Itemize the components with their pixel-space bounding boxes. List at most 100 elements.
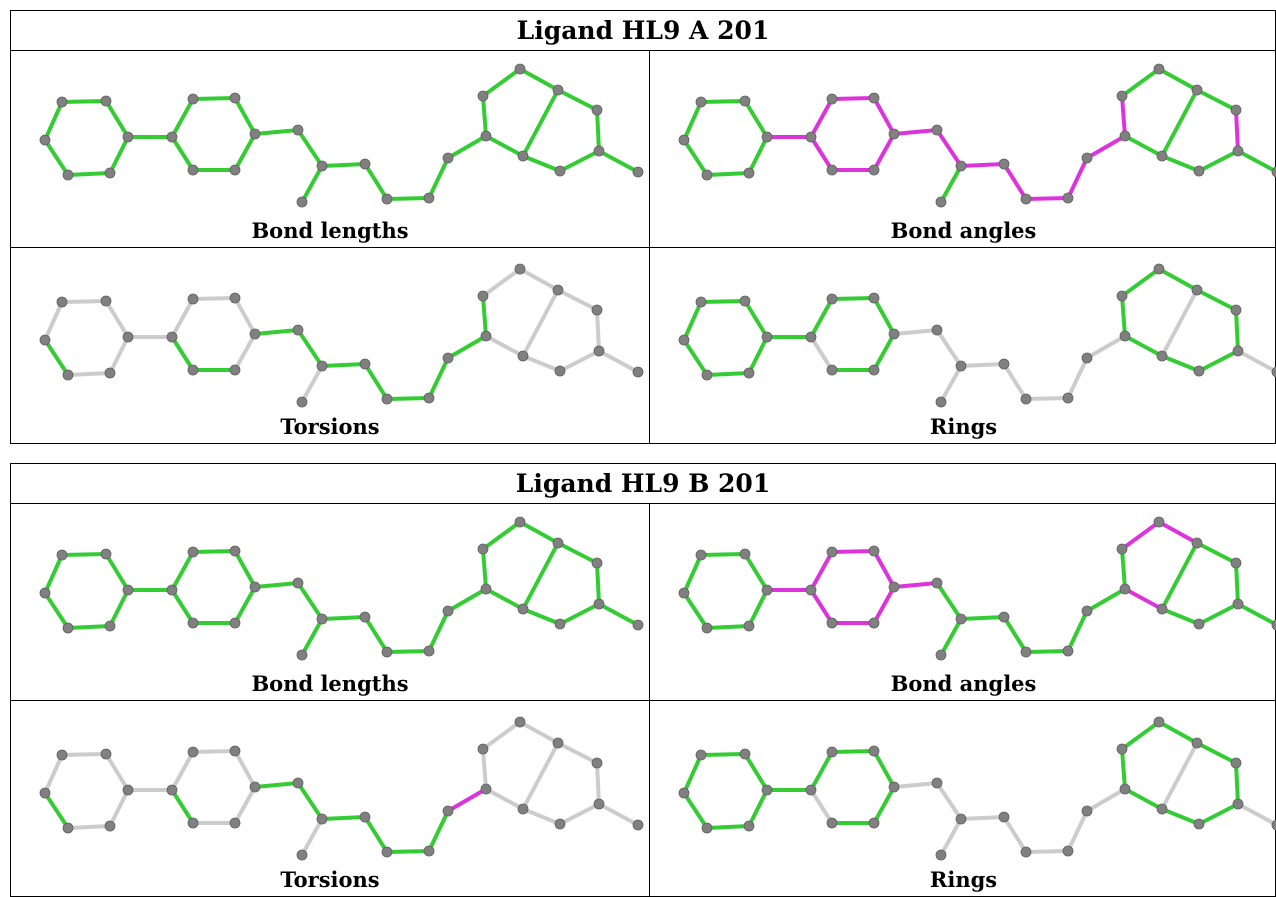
atom	[442, 352, 454, 364]
ligand-title: Ligand HL9 A 201	[11, 11, 1275, 51]
bond	[892, 581, 939, 589]
bond	[170, 788, 195, 825]
atom	[1156, 603, 1168, 615]
bond	[170, 297, 195, 339]
molecule-diagram	[678, 716, 1276, 861]
bond	[108, 135, 130, 175]
bond	[518, 67, 560, 92]
bond	[939, 817, 963, 857]
atom	[552, 737, 564, 749]
bond	[191, 296, 237, 301]
bond	[959, 162, 1006, 168]
atom	[826, 546, 838, 558]
bond	[481, 720, 522, 751]
atom	[554, 165, 566, 177]
bond	[446, 334, 488, 360]
bond	[521, 88, 560, 158]
atom	[868, 364, 880, 376]
atom	[1116, 90, 1128, 102]
atom	[166, 131, 178, 143]
atom	[229, 817, 241, 829]
bond	[66, 624, 112, 630]
atom	[888, 581, 900, 593]
bond	[253, 581, 300, 589]
bond	[556, 541, 599, 565]
atom	[591, 757, 603, 769]
bond	[597, 149, 640, 174]
bond	[1234, 308, 1240, 353]
bond	[253, 328, 300, 336]
atom	[552, 284, 564, 296]
atom	[187, 164, 199, 176]
atom	[1156, 350, 1168, 362]
bond	[1160, 88, 1199, 158]
bond	[830, 296, 876, 301]
atom	[381, 393, 393, 405]
atom	[514, 516, 526, 528]
bond	[43, 791, 70, 830]
atom	[1081, 805, 1093, 817]
atom	[423, 392, 435, 404]
bond	[481, 747, 488, 791]
bond	[935, 581, 963, 621]
bond	[872, 785, 896, 825]
bond	[60, 299, 108, 304]
atom	[1193, 165, 1205, 177]
bond	[253, 128, 300, 136]
atom	[761, 131, 773, 143]
atom	[805, 784, 817, 796]
bond	[521, 288, 560, 358]
bond	[1002, 162, 1028, 201]
panel-label: Bond lengths	[251, 218, 409, 243]
bond	[747, 335, 769, 375]
panel-divider-vertical	[649, 51, 650, 443]
bond	[682, 591, 709, 630]
bond	[60, 552, 108, 557]
atom	[100, 295, 112, 307]
atom	[187, 817, 199, 829]
atom	[1271, 366, 1276, 378]
bond	[1160, 154, 1201, 173]
bond	[427, 609, 450, 653]
bond	[320, 162, 367, 168]
atom	[359, 158, 371, 170]
bond	[104, 99, 130, 139]
atom	[739, 95, 751, 107]
bond	[170, 335, 195, 372]
bond	[233, 296, 257, 336]
bond	[484, 787, 525, 811]
atom	[187, 746, 199, 758]
bond	[699, 99, 747, 104]
atom	[591, 304, 603, 316]
bond	[1002, 362, 1028, 401]
bond	[809, 750, 834, 792]
bond	[363, 162, 389, 201]
bond	[1002, 615, 1028, 654]
atom	[739, 295, 751, 307]
bond	[1120, 720, 1161, 751]
panel-divider-horizontal	[11, 247, 649, 248]
atom	[1193, 618, 1205, 630]
ligand-title: Ligand HL9 B 201	[11, 464, 1275, 504]
bond	[1157, 720, 1199, 745]
bond	[809, 297, 834, 339]
bond	[320, 815, 367, 821]
bond	[705, 171, 751, 177]
panel-rings: Rings	[650, 701, 1276, 897]
bond	[521, 607, 562, 626]
atom	[359, 611, 371, 623]
atom	[1062, 192, 1074, 204]
atom	[56, 296, 68, 308]
bond	[939, 164, 963, 204]
panel-label: Bond angles	[890, 671, 1037, 696]
atom	[743, 167, 755, 179]
atom	[62, 622, 74, 634]
atom	[122, 784, 134, 796]
bond	[1234, 561, 1240, 606]
bond	[699, 299, 747, 304]
atom	[62, 369, 74, 381]
bond	[595, 308, 601, 353]
bond	[747, 135, 769, 175]
atom	[593, 798, 605, 810]
bond	[830, 96, 876, 101]
